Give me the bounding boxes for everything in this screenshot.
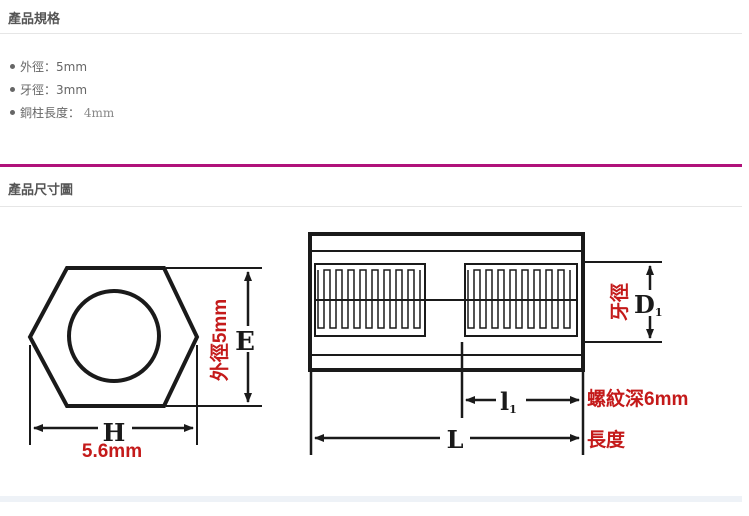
- h-label: H: [103, 418, 126, 447]
- spec-label: 銅柱長度：: [20, 106, 81, 120]
- d1-sub: 1: [655, 306, 663, 319]
- spec-item-length: 銅柱長度： 4mm: [10, 104, 114, 127]
- l1-sub: 1: [509, 403, 517, 416]
- spec-label: 外徑：: [20, 60, 57, 74]
- bottom-divider: [0, 496, 742, 502]
- l1-label: l1: [500, 387, 517, 416]
- d1-label: D1: [634, 290, 662, 319]
- e-label: E: [235, 327, 255, 357]
- spec-item-thread-diameter: 牙徑：3mm: [10, 81, 114, 104]
- standoff-side-view: D1 牙徑 l1 螺紋深6mm L 長度: [308, 232, 688, 455]
- width-label: 5.6mm: [82, 441, 142, 462]
- drawing-title: 產品尺寸圖: [8, 183, 74, 198]
- bullet-icon: [10, 87, 15, 92]
- dimension-drawing: E 外徑5mm H 5.6mm D1 牙徑 l1: [27, 232, 688, 462]
- drawing-header: 產品尺寸圖: [0, 170, 742, 207]
- thread-diameter-label: 牙徑: [608, 283, 631, 321]
- outer-diameter-label: 外徑5mm: [208, 299, 231, 381]
- spec-value: 4mm: [83, 106, 115, 120]
- specs-header: 產品規格: [0, 0, 742, 34]
- spec-label: 牙徑：: [20, 83, 57, 97]
- hex-end-view: E 外徑5mm H 5.6mm: [27, 266, 262, 462]
- l-label: L: [447, 425, 464, 454]
- section-divider: [0, 164, 742, 167]
- bore-circle: [67, 289, 161, 383]
- d1-main: D: [634, 290, 655, 319]
- standoff-body: [308, 232, 585, 372]
- length-label: 長度: [587, 428, 626, 451]
- spec-list: 外徑：5mm 牙徑：3mm 銅柱長度： 4mm: [10, 58, 114, 127]
- bullet-icon: [10, 110, 15, 115]
- specs-title: 產品規格: [8, 12, 61, 27]
- bullet-icon: [10, 64, 15, 69]
- thread-depth-label: 螺紋深6mm: [587, 387, 688, 410]
- hex-outline: [27, 266, 200, 408]
- l1-main: l: [500, 387, 509, 416]
- spec-value: 3mm: [56, 83, 88, 97]
- spec-value: 5mm: [56, 60, 88, 74]
- spec-item-outer-diameter: 外徑：5mm: [10, 58, 114, 81]
